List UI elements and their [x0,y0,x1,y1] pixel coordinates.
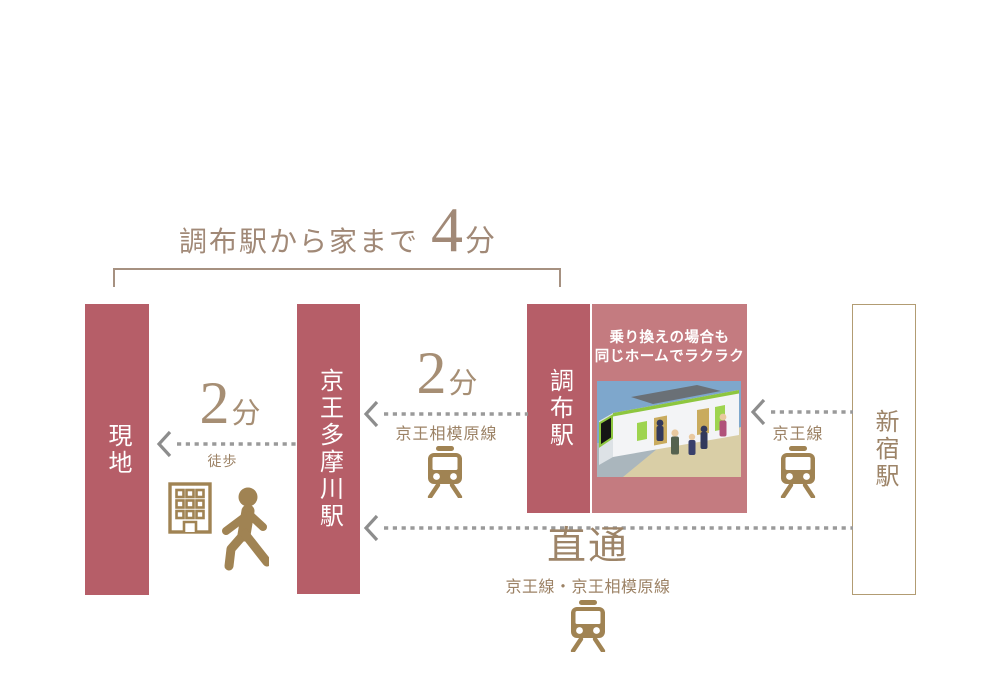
direct-service-title: 直通 [546,525,629,568]
same-platform-transfer-panel: 乗り換えの場合も 同じホームでラクラク [592,304,747,513]
direct-service-lines: 京王線・京王相模原線 [505,579,671,596]
walk-minutes-number: 2 [199,370,230,436]
dashed-arrow-keio-line [750,398,853,426]
headline-prefix: 調布駅から家まで [178,227,419,258]
headline-minutes-unit: 分 [465,225,495,258]
transfer-caption-line2: 同じホームでラクラク [594,348,745,365]
dashed-arrow-direct [363,514,853,542]
train-icon [780,446,816,498]
headline-bracket [113,268,561,287]
train-icon [427,446,463,498]
train-platform-illustration [597,381,741,477]
sagamihara-minutes: 2 分 [382,343,512,403]
station-keio-tamagawa-label: 京王多摩川駅 [315,368,342,530]
station-chofu-label: 調布駅 [545,368,572,449]
sagamihara-line-label: 京王相模原線 [395,426,498,443]
sagamihara-minutes-unit: 分 [448,368,478,400]
office-building-icon [168,482,212,534]
walking-person-icon [222,487,269,571]
headline: 調布駅から家まで 4 分 [113,198,561,262]
dashed-arrow-walk [156,430,296,458]
train-icon [570,600,606,652]
station-chofu: 調布駅 [527,304,590,513]
transfer-caption: 乗り換えの場合も 同じホームでラクラク [592,304,747,366]
keio-line-label: 京王線 [772,426,824,443]
station-site: 現地 [85,304,149,595]
transfer-caption-line1: 乗り換えの場合も [609,330,730,346]
station-shinjuku-label: 新宿駅 [871,409,897,490]
walk-minutes-unit: 分 [231,398,261,430]
sagamihara-minutes-number: 2 [416,340,447,406]
walk-minutes: 2 分 [165,373,295,433]
station-keio-tamagawa: 京王多摩川駅 [297,304,360,594]
dashed-arrow-sagamihara-line [363,400,528,428]
station-site-label: 現地 [104,422,130,477]
walk-mode-label: 徒歩 [207,453,238,469]
headline-minutes: 4 [431,194,463,265]
station-shinjuku: 新宿駅 [852,304,916,595]
